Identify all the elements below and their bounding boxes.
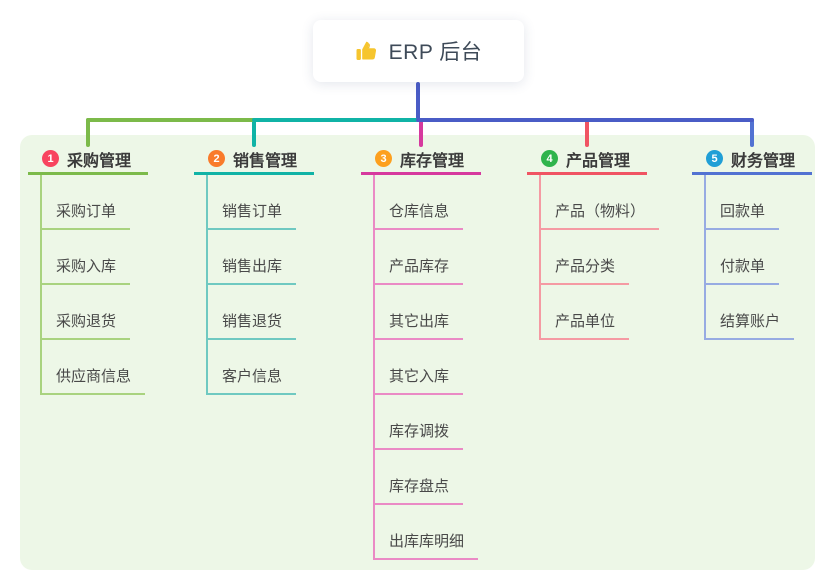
- branch-4-item-1[interactable]: 产品（物料）: [541, 175, 659, 230]
- item-label: 回款单: [720, 203, 766, 220]
- branch-2-item-3[interactable]: 销售退货: [208, 285, 296, 340]
- item-label: 产品库存: [389, 258, 450, 275]
- branch-3-item-7[interactable]: 出库库明细: [375, 505, 478, 560]
- connector-drop-branch-1: [86, 118, 90, 147]
- item-label: 供应商信息: [56, 368, 132, 385]
- branch-2-item-1[interactable]: 销售订单: [208, 175, 296, 230]
- branch-3-item-6[interactable]: 库存盘点: [375, 450, 463, 505]
- branch-3-title: 库存管理: [400, 152, 465, 170]
- thumbs-up-icon: [356, 41, 376, 60]
- branch-5-title: 财务管理: [731, 152, 796, 170]
- branch-3-item-4[interactable]: 其它入库: [375, 340, 463, 395]
- branch-1-item-3[interactable]: 采购退货: [42, 285, 130, 340]
- branch-2: 2 销售管理销售订单销售出库销售退货客户信息: [194, 145, 364, 395]
- item-label: 采购入库: [56, 258, 117, 275]
- connector-horizontal-teal: [252, 118, 418, 122]
- branch-5-item-1[interactable]: 回款单: [706, 175, 779, 230]
- item-label: 库存调拨: [389, 423, 450, 440]
- item-label: 产品单位: [555, 313, 616, 330]
- branch-1-item-4[interactable]: 供应商信息: [42, 340, 145, 395]
- connector-drop-branch-5: [750, 118, 754, 147]
- branch-3-item-3[interactable]: 其它出库: [375, 285, 463, 340]
- item-label: 其它入库: [389, 368, 450, 385]
- item-label: 产品（物料）: [555, 203, 646, 220]
- item-label: 其它出库: [389, 313, 450, 330]
- item-label: 仓库信息: [389, 203, 450, 220]
- branch-3: 3 库存管理仓库信息产品库存其它出库其它入库库存调拨库存盘点出库库明细: [361, 145, 531, 560]
- connector-drop-branch-3: [419, 118, 423, 147]
- branch-5-header[interactable]: 5 财务管理: [692, 145, 812, 175]
- connector-drop-branch-2: [252, 118, 256, 147]
- branch-1-item-1[interactable]: 采购订单: [42, 175, 130, 230]
- branch-3-item-1[interactable]: 仓库信息: [375, 175, 463, 230]
- branch-5-number-badge: 5: [706, 150, 723, 167]
- branch-5-item-2[interactable]: 付款单: [706, 230, 779, 285]
- branches-panel: [20, 135, 815, 570]
- branch-4-item-3[interactable]: 产品单位: [541, 285, 629, 340]
- branch-1-header[interactable]: 1 采购管理: [28, 145, 148, 175]
- branch-4-title: 产品管理: [566, 152, 631, 170]
- branch-3-item-2[interactable]: 产品库存: [375, 230, 463, 285]
- branch-3-items: 仓库信息产品库存其它出库其它入库库存调拨库存盘点出库库明细: [373, 175, 531, 560]
- connector-drop-branch-4: [585, 118, 589, 147]
- connector-horizontal-blue: [416, 118, 754, 122]
- branch-2-header[interactable]: 2 销售管理: [194, 145, 314, 175]
- item-label: 付款单: [720, 258, 766, 275]
- branch-4-item-2[interactable]: 产品分类: [541, 230, 629, 285]
- branch-2-item-2[interactable]: 销售出库: [208, 230, 296, 285]
- branch-3-header[interactable]: 3 库存管理: [361, 145, 481, 175]
- branch-2-title: 销售管理: [233, 152, 298, 170]
- branch-1: 1 采购管理采购订单采购入库采购退货供应商信息: [28, 145, 198, 395]
- branch-4: 4 产品管理产品（物料） 产品分类产品单位: [527, 145, 697, 340]
- branch-5: 5 财务管理回款单付款单结算账户: [692, 145, 839, 340]
- root-node-label: ERP 后台: [388, 41, 483, 64]
- item-label: 客户信息: [222, 368, 283, 385]
- connector-root-drop: [416, 82, 420, 122]
- branch-4-header[interactable]: 4 产品管理: [527, 145, 647, 175]
- branch-2-item-4[interactable]: 客户信息: [208, 340, 296, 395]
- branch-3-item-5[interactable]: 库存调拨: [375, 395, 463, 450]
- item-label: 销售退货: [222, 313, 283, 330]
- branch-5-items: 回款单付款单结算账户: [704, 175, 839, 340]
- item-label: 产品分类: [555, 258, 616, 275]
- item-label: 采购订单: [56, 203, 117, 220]
- branch-1-title: 采购管理: [67, 152, 132, 170]
- branch-1-items: 采购订单采购入库采购退货供应商信息: [40, 175, 198, 395]
- branch-4-items: 产品（物料） 产品分类产品单位: [539, 175, 697, 340]
- root-node-erp[interactable]: ERP 后台: [313, 20, 524, 82]
- branch-3-number-badge: 3: [375, 150, 392, 167]
- item-label: 结算账户: [720, 313, 781, 330]
- connector-horizontal-green: [86, 118, 256, 122]
- item-label: 出库库明细: [389, 533, 465, 550]
- branch-1-number-badge: 1: [42, 150, 59, 167]
- branch-2-number-badge: 2: [208, 150, 225, 167]
- branch-5-item-3[interactable]: 结算账户: [706, 285, 794, 340]
- item-label: 销售订单: [222, 203, 283, 220]
- item-label: 销售出库: [222, 258, 283, 275]
- branch-2-items: 销售订单销售出库销售退货客户信息: [206, 175, 364, 395]
- branch-4-number-badge: 4: [541, 150, 558, 167]
- item-label: 库存盘点: [389, 478, 450, 495]
- item-label: 采购退货: [56, 313, 117, 330]
- branch-1-item-2[interactable]: 采购入库: [42, 230, 130, 285]
